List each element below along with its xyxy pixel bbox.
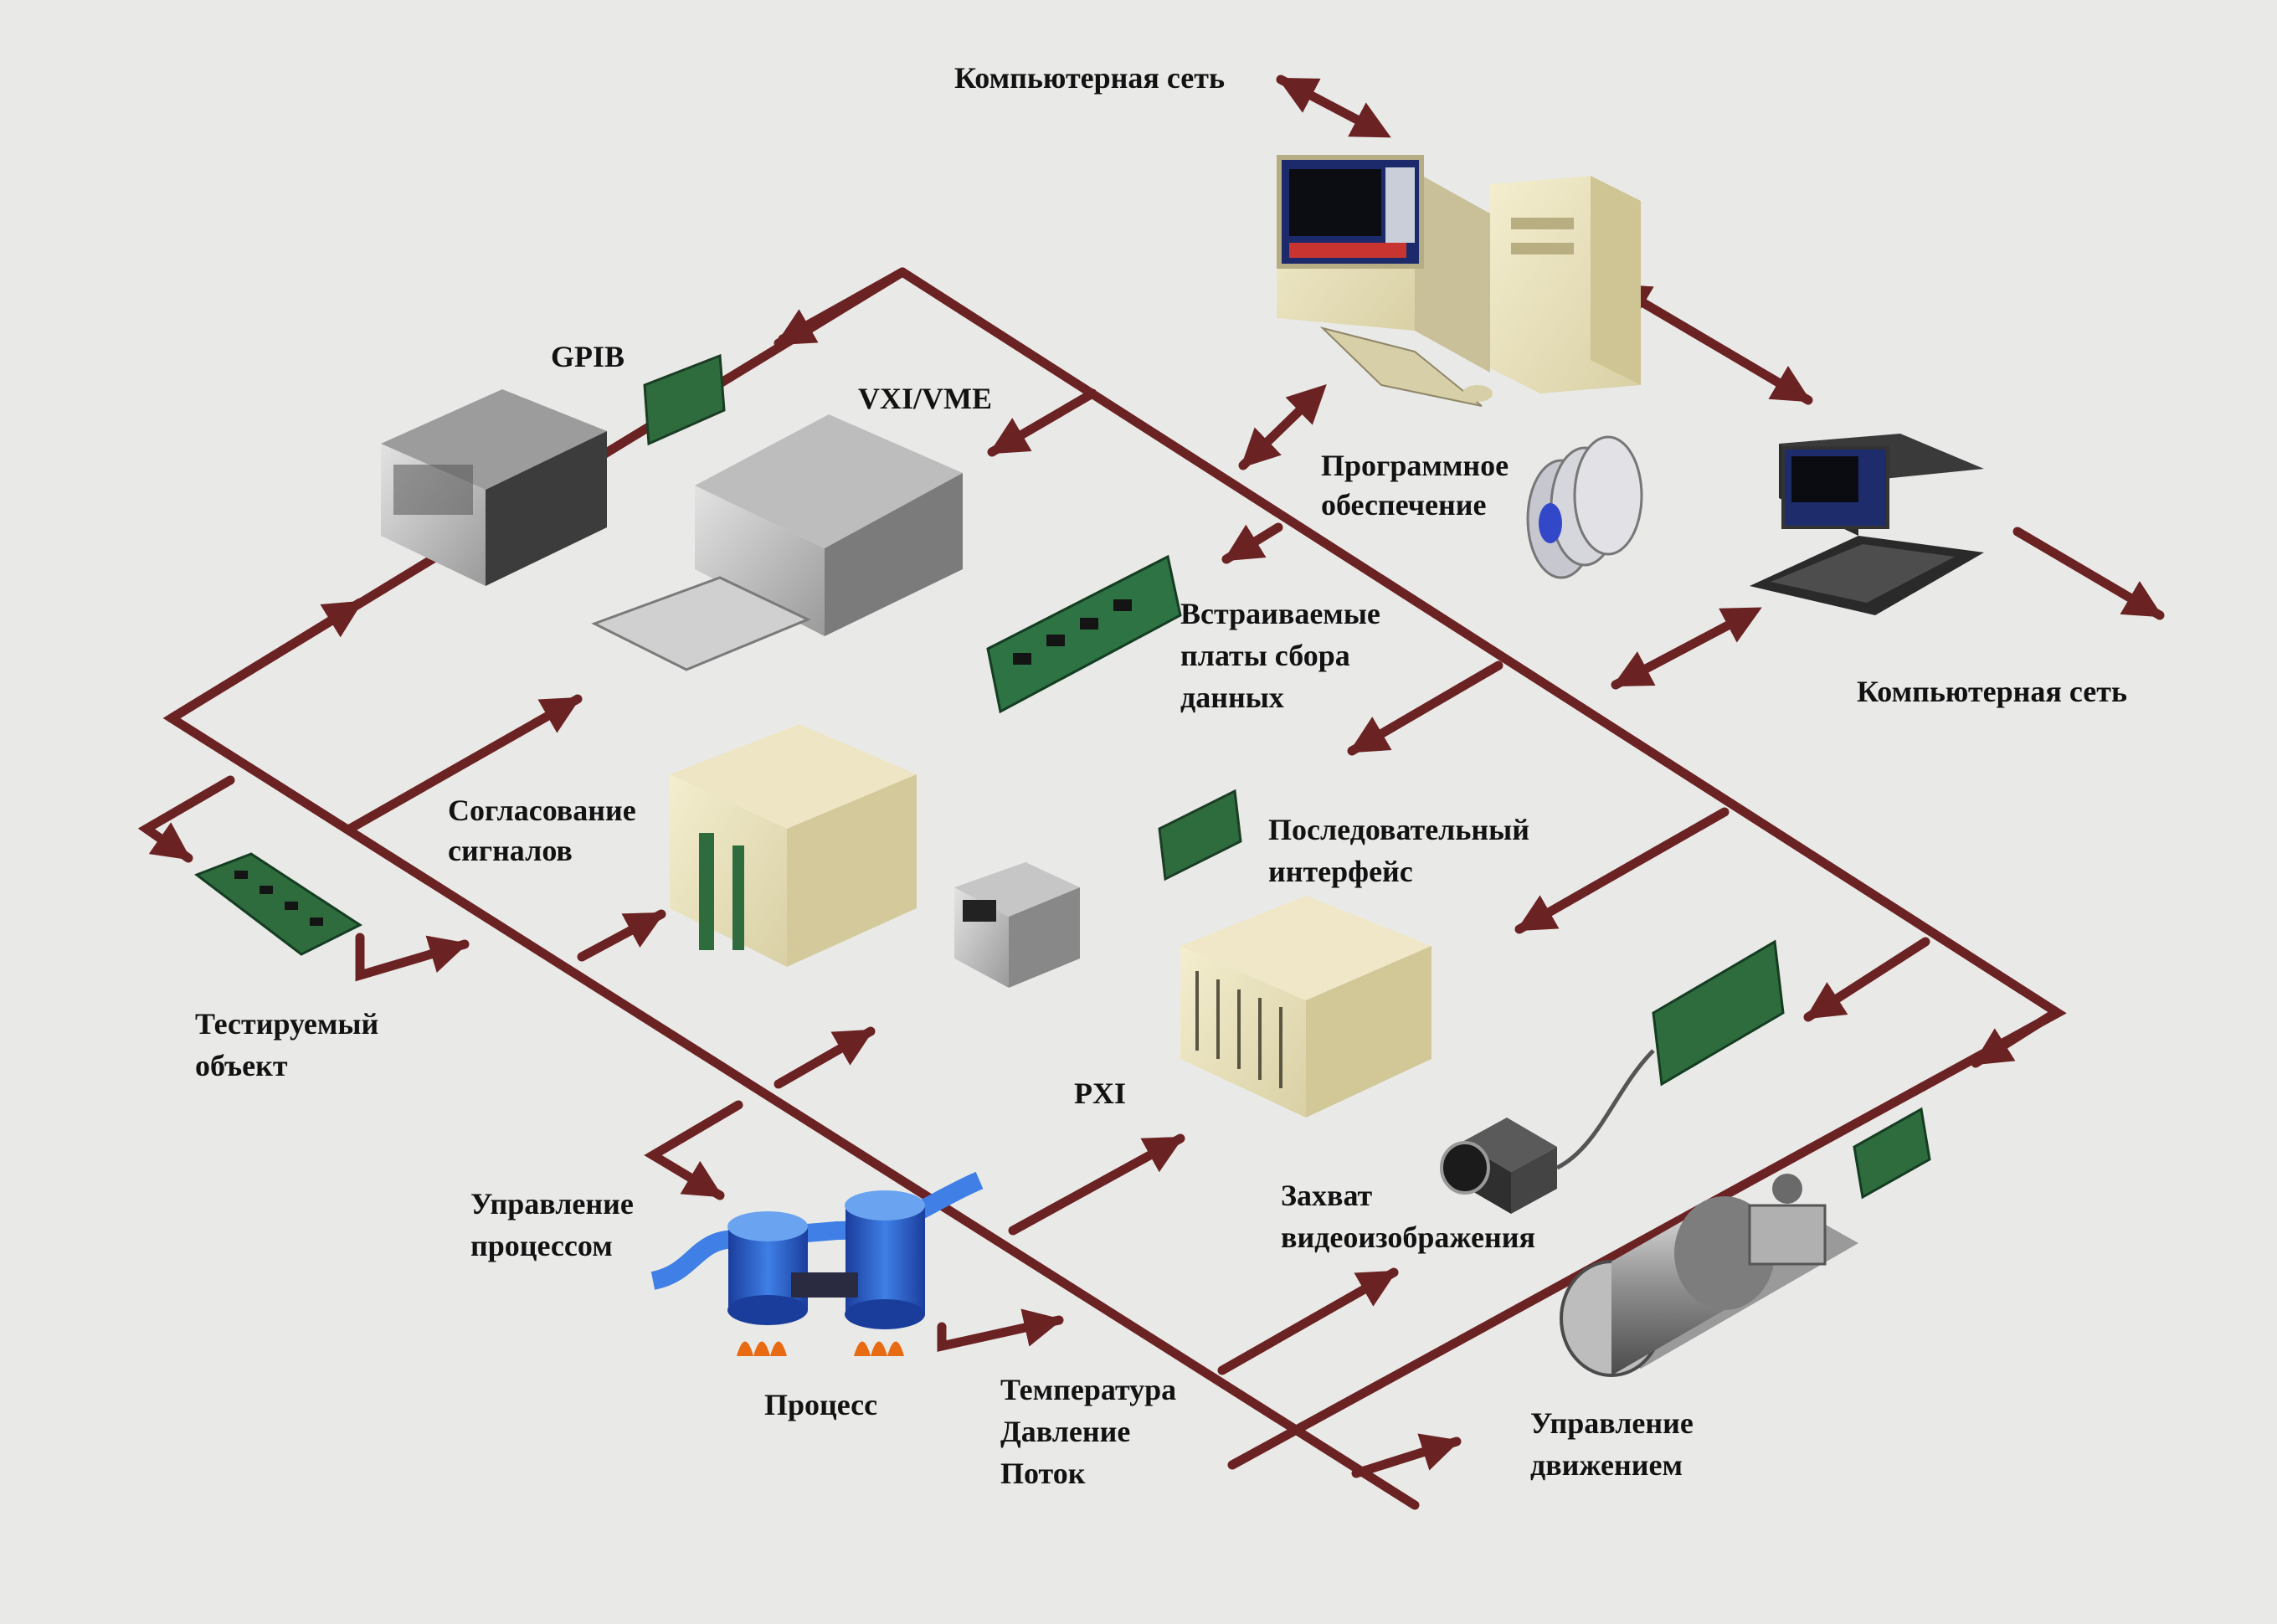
label-network-top: Компьютерная сеть <box>954 61 1225 95</box>
branch-pxi <box>1008 1133 1185 1236</box>
arrow-software <box>1238 384 1327 470</box>
label-measure-line1: Температура <box>1000 1373 1176 1406</box>
gpib-instrument-icon <box>381 389 607 586</box>
label-pxi: PXI <box>1074 1077 1126 1110</box>
arrow-pc-laptop <box>1611 283 1813 405</box>
serial-card-icon <box>1158 789 1242 881</box>
camera-icon <box>1440 1049 1655 1214</box>
arrow-embedded <box>1221 522 1283 564</box>
branch-signal <box>577 909 666 962</box>
arrow-gpib-card <box>774 267 907 348</box>
branch-image <box>1217 1267 1399 1375</box>
label-image-line2: видеоизображения <box>1281 1221 1535 1254</box>
label-embedded-line2: платы сбора <box>1180 639 1350 672</box>
process-tanks-icon <box>650 1171 984 1356</box>
desktop-computer-icon <box>1277 155 1641 407</box>
label-serial-line1: Последовательный <box>1268 813 1529 846</box>
label-embedded-line1: Встраиваемые <box>1180 597 1380 630</box>
arrow-motion <box>1971 1008 2060 1068</box>
label-embedded-line3: данных <box>1180 681 1284 714</box>
label-image-line1: Захват <box>1281 1179 1373 1212</box>
label-gpib: GPIB <box>551 340 625 373</box>
bus-network <box>137 75 2165 1510</box>
arrow-vxi <box>987 388 1097 457</box>
label-measure-line2: Давление <box>1000 1415 1130 1448</box>
cd-discs-icon <box>1526 435 1643 579</box>
small-module-icon <box>954 862 1080 988</box>
motion-card-icon <box>1853 1107 1931 1200</box>
arrow-serial-from-bus <box>1347 660 1503 756</box>
label-measure-line3: Поток <box>1000 1457 1086 1490</box>
label-process-control-line1: Управление <box>470 1187 634 1221</box>
branch-vxi <box>345 694 583 834</box>
arrow-network-right <box>2012 527 2165 620</box>
label-motion-line1: Управление <box>1530 1406 1694 1440</box>
signal-conditioning-chassis-icon <box>670 724 917 967</box>
label-dut-line2: объект <box>195 1049 288 1082</box>
circuit-board-icon <box>193 852 363 956</box>
label-serial-line2: интерфейс <box>1268 855 1413 888</box>
arrow-motion-bottom <box>1351 1433 1462 1478</box>
arrow-network-top <box>1276 75 1391 138</box>
arrow-measure <box>937 1308 1064 1352</box>
label-process: Процесс <box>764 1388 877 1421</box>
label-signal-line1: Согласование <box>448 794 636 827</box>
branch-process-up <box>774 1026 876 1089</box>
label-signal-line2: сигналов <box>448 834 573 867</box>
branch-gpib <box>167 598 365 723</box>
arrow-dut <box>137 775 235 863</box>
pxi-chassis-icon <box>1180 896 1431 1118</box>
label-vxi-vme: VXI/VME <box>858 382 992 415</box>
laptop-icon <box>1750 434 1984 615</box>
label-motion-line2: движением <box>1530 1448 1683 1482</box>
daq-board-icon <box>986 554 1182 714</box>
motor-icon <box>1560 1174 1858 1377</box>
label-dut-line1: Тестируемый <box>195 1007 378 1041</box>
label-software-line1: Программное <box>1321 449 1509 482</box>
labels: Компьютерная сеть Компьютерная сеть GPIB… <box>195 61 2127 1490</box>
label-software-line2: обеспечение <box>1321 488 1487 522</box>
arrow-vision <box>1803 937 1930 1022</box>
gpib-card-icon <box>643 353 726 446</box>
arrow-laptop-bus <box>1611 607 1762 690</box>
vxi-chassis-icon <box>591 414 963 671</box>
image-acquisition-card-icon <box>1652 939 1785 1087</box>
label-network-right: Компьютерная сеть <box>1857 675 2127 708</box>
arrow-process-in <box>644 1100 743 1200</box>
label-process-control-line2: процессом <box>470 1229 613 1262</box>
arrow-pxi-from-bus <box>1514 807 1730 934</box>
arrow-dut-out <box>355 933 470 982</box>
